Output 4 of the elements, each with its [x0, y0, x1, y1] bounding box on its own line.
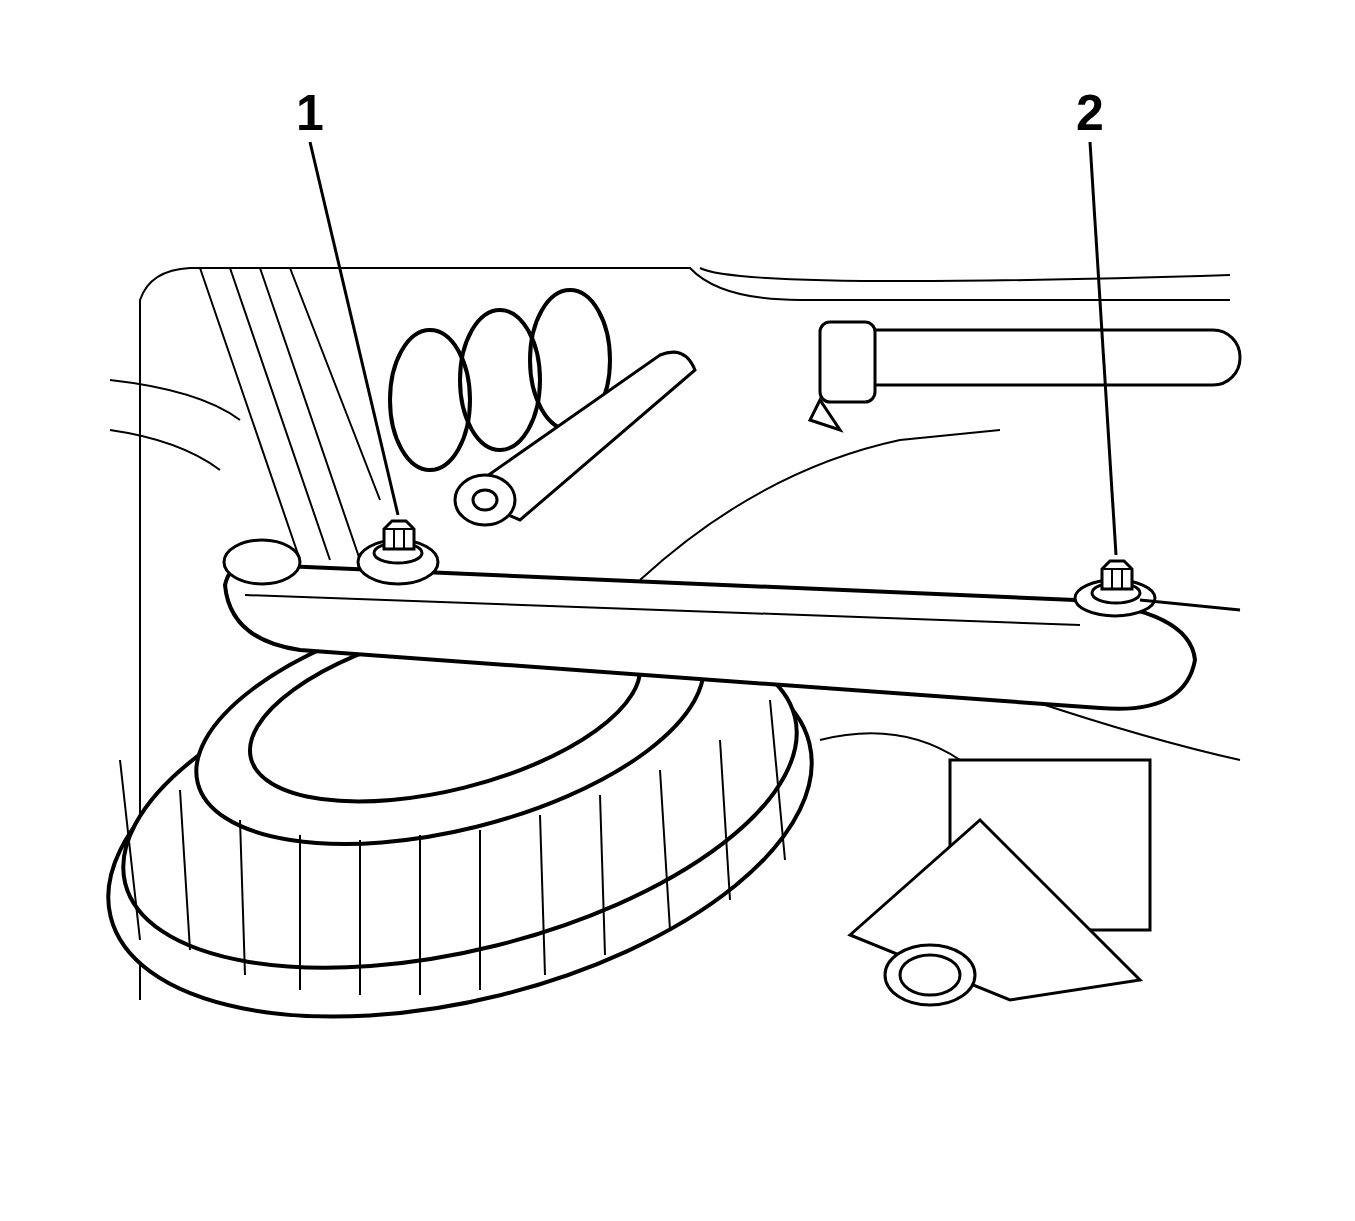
leader-line	[308, 141, 400, 516]
callout-number: 1	[285, 88, 335, 138]
leader-line	[1088, 141, 1118, 556]
callout-number: 2	[1065, 88, 1115, 138]
